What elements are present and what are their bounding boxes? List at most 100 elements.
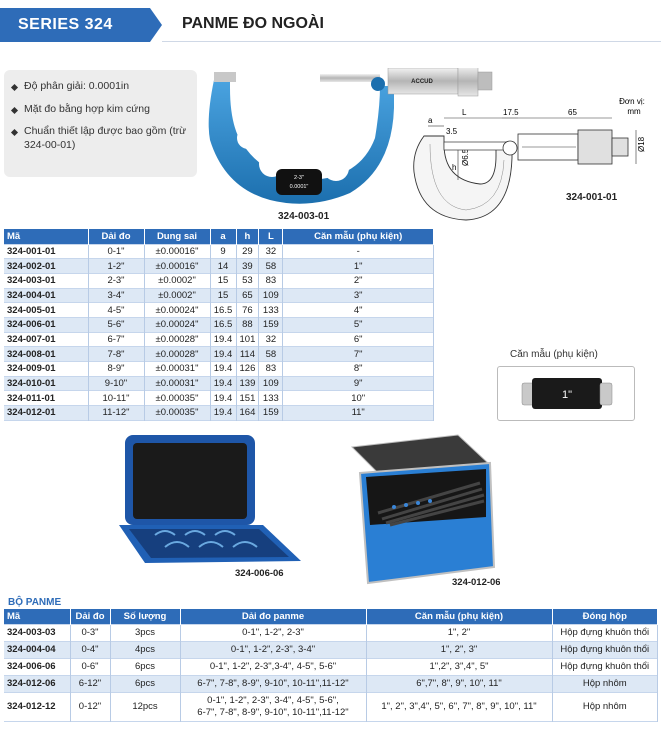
table-cell: ±0.00024" (144, 317, 211, 333)
table-cell: 19.4 (210, 332, 237, 347)
table-cell: 1", 2", 3" (366, 641, 553, 658)
table-cell: 1",2", 3",4", 5" (366, 658, 553, 675)
table-cell: 7" (282, 346, 434, 362)
table-cell: Hộp đựng khuôn thổi (552, 641, 658, 658)
table-cell: 6-7", 7-8", 8-9", 9-10", 10-11",11-12" (180, 675, 367, 692)
table-cell: 4pcs (110, 641, 181, 658)
table-cell: Hộp nhôm (552, 675, 658, 692)
table-cell: 139 (236, 376, 260, 391)
table-cell: 19.4 (210, 405, 237, 421)
table-cell: 19.4 (210, 376, 237, 391)
table-cell: 58 (258, 346, 284, 362)
table-cell: 114 (236, 346, 260, 362)
table-cell: 65 (236, 288, 260, 303)
table-cell: ±0.00024" (144, 302, 211, 318)
table-cell: 19.4 (210, 346, 237, 362)
table-cell: - (282, 244, 434, 259)
col-header: Dải đo (88, 229, 145, 244)
table-cell: ±0.00028" (144, 332, 211, 347)
dim-d18: Ø18 (637, 136, 646, 152)
dim-a: a (428, 116, 433, 125)
table-cell: 109 (258, 288, 284, 303)
table-cell: 159 (258, 317, 284, 333)
gauge-block-box: 1" (497, 366, 635, 421)
table-cell: 324-011-01 (4, 390, 89, 406)
table-cell: 10" (282, 390, 434, 406)
table-cell: Hộp đựng khuôn thổi (552, 624, 658, 641)
set-table: Mã Dải đo Số lượng Dải đo panme Căn mẫu … (4, 609, 658, 722)
frame-label-size: 2-3" (294, 175, 304, 181)
table-cell: 1", 2" (366, 624, 553, 641)
header-underline (162, 41, 661, 42)
dim-L: L (462, 108, 467, 117)
features-box: Độ phân giải: 0.0001in Mặt đo bằng hợp k… (4, 70, 197, 177)
gauge-label: 1" (562, 389, 572, 401)
page-title: PANME ĐO NGOÀI (182, 15, 324, 32)
table-cell: 1-2" (88, 258, 145, 274)
table-cell: 101 (236, 332, 260, 347)
table-cell: 83 (258, 361, 284, 377)
col-header: L (258, 229, 284, 244)
table-cell: 15 (210, 288, 237, 303)
table-cell: 12pcs (110, 692, 181, 721)
table-cell: 11" (282, 405, 434, 421)
table-cell: 324-006-01 (4, 317, 89, 333)
table-cell: 0-1", 1-2", 2-3", 3-4" (180, 641, 367, 658)
table-cell: 324-004-04 (4, 641, 71, 658)
table-cell: 0-1", 1-2", 2-3", 3-4", 4-5", 5-6", 6-7"… (180, 692, 367, 721)
table-cell: 324-007-01 (4, 332, 89, 347)
table-cell: 4-5" (88, 302, 145, 318)
table-cell: 0-1", 1-2", 2-3",3-4", 4-5", 5-6" (180, 658, 367, 675)
case1-caption: 324-006-06 (235, 568, 284, 578)
table-cell: 151 (236, 390, 260, 406)
table-cell: 88 (236, 317, 260, 333)
table-cell: 4" (282, 302, 434, 318)
table-cell: 6-7" (88, 332, 145, 347)
table-cell: 0-12" (70, 692, 111, 721)
table-cell: 126 (236, 361, 260, 377)
table-cell: ±0.00031" (144, 361, 211, 377)
table-cell: 5-6" (88, 317, 145, 333)
table-cell: ±0.00035" (144, 390, 211, 406)
table-cell: 16.5 (210, 317, 237, 333)
col-header: a (210, 229, 237, 244)
table-cell: 19.4 (210, 361, 237, 377)
spec-table: Mã Dải đo Dung sai a h L Căn mẫu (phụ ki… (4, 229, 434, 421)
table-cell: 83 (258, 273, 284, 289)
table-cell: ±0.00031" (144, 376, 211, 391)
table-cell: 133 (258, 302, 284, 318)
table-cell: 6pcs (110, 658, 181, 675)
table-cell: 6",7", 8", 9", 10", 11" (366, 675, 553, 692)
col-header: Mã (4, 609, 71, 624)
dim-175: 17.5 (503, 108, 519, 117)
table-cell: 1", 2", 3",4", 5", 6", 7", 8", 9", 10", … (366, 692, 553, 721)
table-cell: 0-3" (70, 624, 111, 641)
table-cell: 324-004-01 (4, 288, 89, 303)
table-cell: 324-006-06 (4, 658, 71, 675)
gauge-title: Căn mẫu (phụ kiện) (510, 349, 598, 360)
col-header: Căn mẫu (phụ kiện) (366, 609, 553, 624)
case-image-plastic: 324-006-06 (119, 435, 301, 578)
dim-d65: Ø6.5 (461, 148, 470, 166)
spec-table-header: Mã Dải đo Dung sai a h L Căn mẫu (phụ ki… (4, 229, 434, 244)
col-header: h (236, 229, 260, 244)
table-cell: ±0.0002" (144, 288, 211, 303)
table-cell: 3pcs (110, 624, 181, 641)
table-cell: 0-1" (88, 244, 145, 259)
table-cell: 19.4 (210, 390, 237, 406)
col-header: Dung sai (144, 229, 211, 244)
col-header: Căn mẫu (phụ kiện) (282, 229, 434, 244)
table-cell: 324-005-01 (4, 302, 89, 318)
table-cell: 324-012-06 (4, 675, 71, 692)
table-cell: 0-4" (70, 641, 111, 658)
feature-item: Mặt đo bằng hợp kim cứng (12, 103, 189, 117)
col-header: Dải đo (70, 609, 111, 624)
